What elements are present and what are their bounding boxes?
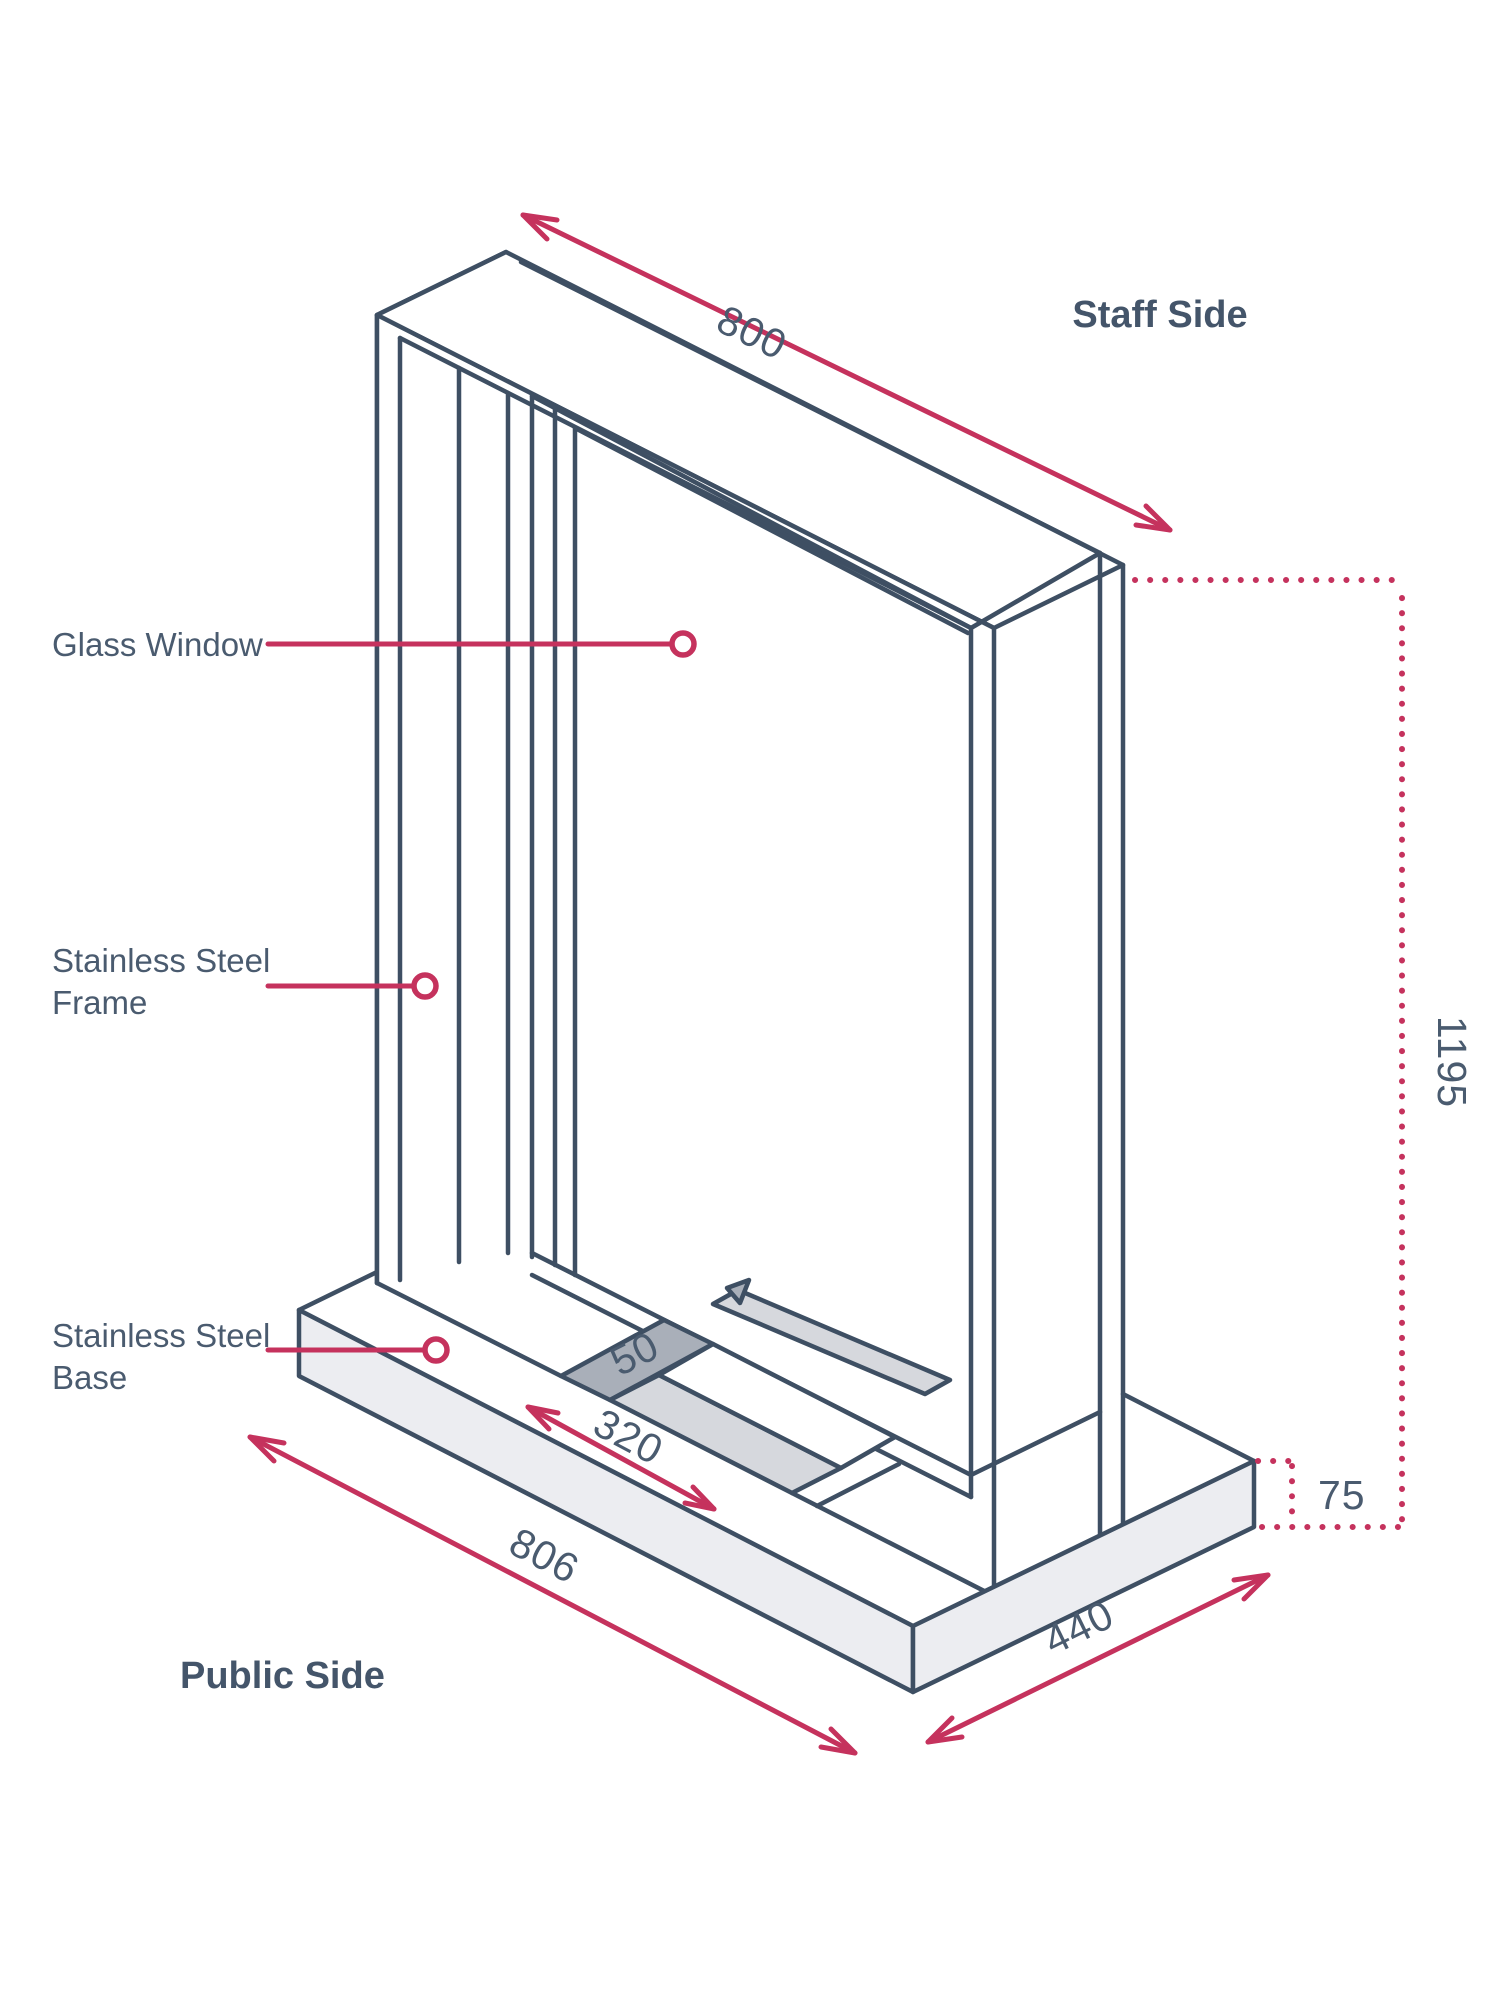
callout-steel-frame bbox=[265, 972, 439, 1000]
dimension-800-arrow bbox=[520, 212, 1173, 533]
speak-through-tray bbox=[558, 1277, 953, 1509]
stainless-steel-frame bbox=[374, 249, 1126, 1599]
label-glass-window: Glass Window bbox=[52, 626, 263, 663]
label-steel-base-line1: Stainless Steel bbox=[52, 1317, 270, 1354]
callout-steel-base bbox=[265, 1336, 450, 1364]
dimension-1195-extension bbox=[1132, 577, 1405, 1524]
callout-dot-base bbox=[422, 1336, 450, 1364]
dimension-806-arrow bbox=[247, 1434, 858, 1756]
dimension-440-arrow bbox=[925, 1572, 1271, 1745]
callout-dot-frame bbox=[411, 972, 439, 1000]
dimension-75-value: 75 bbox=[1318, 1472, 1366, 1518]
callout-dot-glass bbox=[669, 630, 697, 658]
base-right-front-face bbox=[910, 1458, 1257, 1695]
label-steel-frame-line2: Frame bbox=[52, 984, 147, 1021]
dimension-1195-value: 1195 bbox=[1429, 1016, 1475, 1108]
label-steel-base-line2: Base bbox=[52, 1359, 127, 1396]
dimension-806-value: 806 bbox=[502, 1519, 587, 1593]
stainless-steel-base bbox=[296, 1307, 1257, 1695]
tray-back-strip bbox=[710, 1287, 953, 1397]
dimension-800-value: 800 bbox=[710, 296, 794, 369]
callout-glass-window bbox=[265, 630, 697, 658]
dimension-75-extension bbox=[1255, 1458, 1403, 1530]
label-steel-frame-line1: Stainless Steel bbox=[52, 942, 270, 979]
tray-floor-back bbox=[656, 1341, 898, 1471]
label-public-side: Public Side bbox=[180, 1655, 385, 1697]
label-staff-side: Staff Side bbox=[1072, 294, 1247, 336]
dimension-320-arrow bbox=[525, 1404, 717, 1512]
glass-window-panel bbox=[572, 425, 971, 1278]
tray-back-ramp bbox=[724, 1277, 752, 1306]
